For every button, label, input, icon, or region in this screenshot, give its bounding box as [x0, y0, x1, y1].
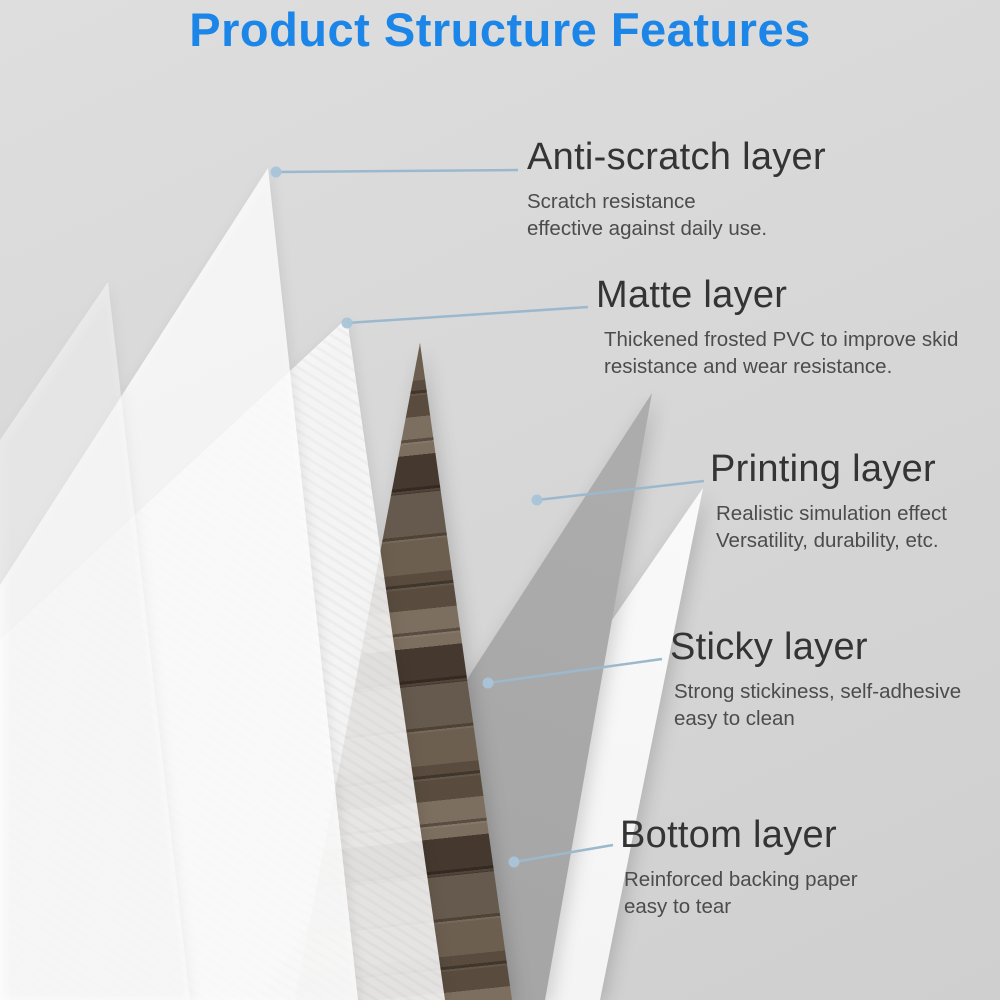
layer-desc-line: Scratch resistance	[527, 189, 696, 213]
pointer-line-matte	[346, 305, 589, 325]
pointer-line-printing	[536, 479, 705, 502]
layer-desc-line: Realistic simulation effect	[716, 501, 947, 525]
pointer-line-sticky	[487, 657, 663, 685]
pointer-line-bottom	[513, 843, 614, 864]
layer-heading: Anti-scratch layer	[527, 136, 826, 178]
layer-desc-line: easy to tear	[624, 895, 732, 919]
layer-heading: Bottom layer	[620, 814, 837, 856]
label-matte-layer: Matte layer Thickened frosted PVC to imp…	[596, 274, 958, 381]
layer-description: Realistic simulation effect Versatility,…	[710, 500, 947, 555]
layer-desc-line: effective against daily use.	[527, 217, 768, 241]
layer-desc-line: Versatility, durability, etc.	[716, 529, 939, 553]
pointer-dot-anti-scratch	[270, 166, 282, 178]
layer-desc-line: easy to clean	[674, 707, 795, 731]
layer-desc-line: Reinforced backing paper	[624, 867, 858, 891]
layer-desc-line: Thickened frosted PVC to improve skid	[604, 327, 959, 351]
page-title: Product Structure Features	[189, 3, 811, 56]
label-printing-layer: Printing layer Realistic simulation effe…	[710, 448, 947, 555]
layer-heading: Printing layer	[710, 448, 936, 490]
layer-description: Thickened frosted PVC to improve skid re…	[596, 326, 958, 381]
layer-heading: Matte layer	[596, 274, 788, 316]
label-bottom-layer: Bottom layer Reinforced backing paper ea…	[620, 814, 858, 921]
layer-description: Reinforced backing paper easy to tear	[620, 866, 858, 921]
layer-heading: Sticky layer	[670, 626, 868, 668]
pointer-dot-sticky	[482, 677, 494, 689]
pointer-dot-printing	[531, 494, 543, 506]
label-anti-scratch-layer: Anti-scratch layer Scratch resistance ef…	[527, 136, 826, 243]
layer-desc-line: Strong stickiness, self-adhesive	[674, 679, 962, 703]
label-sticky-layer: Sticky layer Strong stickiness, self-adh…	[670, 626, 961, 733]
layer-description: Scratch resistance effective against dai…	[527, 188, 826, 243]
pointer-dot-bottom	[508, 856, 520, 868]
pointer-line-anti-scratch	[275, 168, 519, 174]
pointer-dot-matte	[341, 317, 353, 329]
layer-desc-line: resistance and wear resistance.	[604, 355, 893, 379]
layer-description: Strong stickiness, self-adhesive easy to…	[670, 678, 961, 733]
